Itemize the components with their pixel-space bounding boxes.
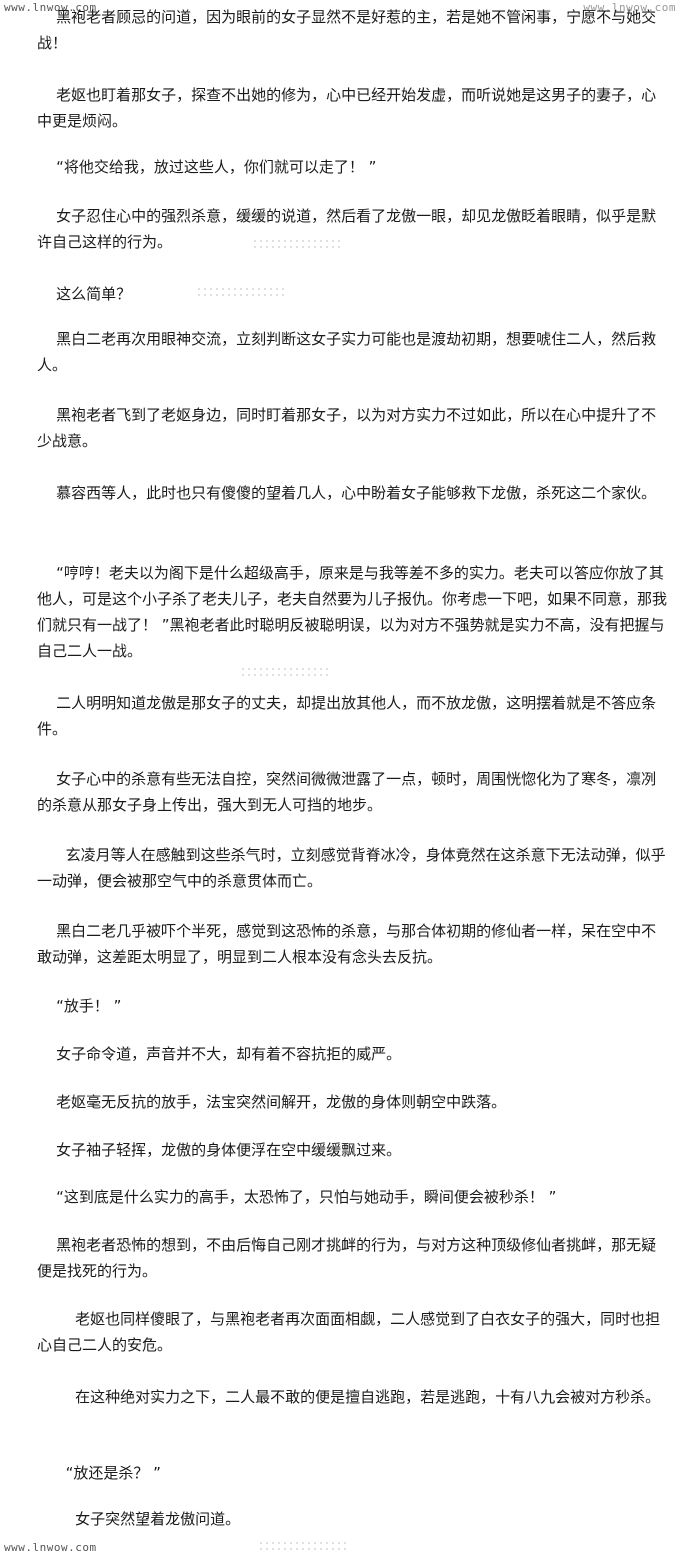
paragraph: 女子袖子轻挥，龙傲的身体便浮在空中缓缓飘过来。 bbox=[37, 1141, 402, 1159]
paragraph: 黑白二老再次用眼神交流，立刻判断这女子实力可能也是渡劫初期，想要唬住二人，然后救… bbox=[37, 330, 657, 374]
paragraph: 老妪也盯着那女子，探查不出她的修为，心中已经开始发虚，而听说她是这男子的妻子，心… bbox=[37, 86, 657, 130]
paragraph: 黑袍老者顾忌的问道，因为眼前的女子显然不是好惹的主，若是她不管闲事，宁愿不与她交… bbox=[37, 8, 657, 52]
watermark-top: www.lnwow.com bbox=[4, 1, 97, 14]
paragraph: 黑袍老者恐怖的想到，不由后悔自己刚才挑衅的行为，与对方这种顶级修仙者挑衅，那无疑… bbox=[37, 1236, 657, 1280]
paragraph: 女子心中的杀意有些无法自控，突然间微微泄露了一点，顿时，周围恍惚化为了寒冬，凛冽… bbox=[37, 770, 657, 814]
scan-noise bbox=[196, 286, 286, 300]
paragraph: “哼哼！老夫以为阁下是什么超级高手，原来是与我等差不多的实力。老夫可以答应你放了… bbox=[37, 564, 668, 660]
paragraph: 女子突然望着龙傲问道。 bbox=[37, 1510, 241, 1528]
paragraph: 黑袍老者飞到了老妪身边，同时盯着那女子，以为对方实力不过如此，所以在心中提升了不… bbox=[37, 406, 657, 450]
paragraph: 女子命令道，声音并不大，却有着不容抗拒的威严。 bbox=[37, 1045, 402, 1063]
paragraph: “放手！ ” bbox=[37, 997, 122, 1015]
paragraph: 老妪也同样傻眼了，与黑袍老者再次面面相觑，二人感觉到了白衣女子的强大，同时也担心… bbox=[37, 1310, 661, 1354]
paragraph: 在这种绝对实力之下，二人最不敢的便是擅自逃跑，若是逃跑，十有八九会被对方秒杀。 bbox=[37, 1388, 661, 1406]
scan-noise bbox=[252, 238, 342, 252]
paragraph: 二人明明知道龙傲是那女子的丈夫，却提出放其他人，而不放龙傲，这明摆着就是不答应条… bbox=[37, 694, 657, 738]
paragraph: 女子忍住心中的强烈杀意，缓缓的说道，然后看了龙傲一眼，却见龙傲眨着眼睛，似乎是默… bbox=[37, 207, 657, 251]
paragraph: 慕容西等人，此时也只有傻傻的望着几人，心中盼着女子能够救下龙傲，杀死这二个家伙。 bbox=[37, 484, 657, 502]
paragraph: 黑白二老几乎被吓个半死，感觉到这恐怖的杀意，与那合体初期的修仙者一样，呆在空中不… bbox=[37, 922, 657, 966]
watermark-bottom: www.lnwow.com bbox=[4, 1541, 97, 1554]
watermark-top-right: www.lnwow.com bbox=[583, 1, 676, 14]
paragraph: 老妪毫无反抗的放手，法宝突然间解开，龙傲的身体则朝空中跌落。 bbox=[37, 1093, 507, 1111]
paragraph: “这到底是什么实力的高手，太恐怖了，只怕与她动手，瞬间便会被秒杀！ ” bbox=[37, 1188, 557, 1206]
paragraph: “将他交给我，放过这些人，你们就可以走了！ ” bbox=[37, 158, 377, 176]
paragraph: “放还是杀？ ” bbox=[37, 1464, 161, 1482]
scan-noise bbox=[258, 1540, 348, 1554]
paragraph: 这么简单？ bbox=[37, 285, 132, 303]
paragraph: 玄凌月等人在感触到这些杀气时，立刻感觉背脊冰冷，身体竟然在这杀意下无法动弹，似乎… bbox=[37, 846, 666, 890]
scan-noise bbox=[240, 666, 330, 680]
